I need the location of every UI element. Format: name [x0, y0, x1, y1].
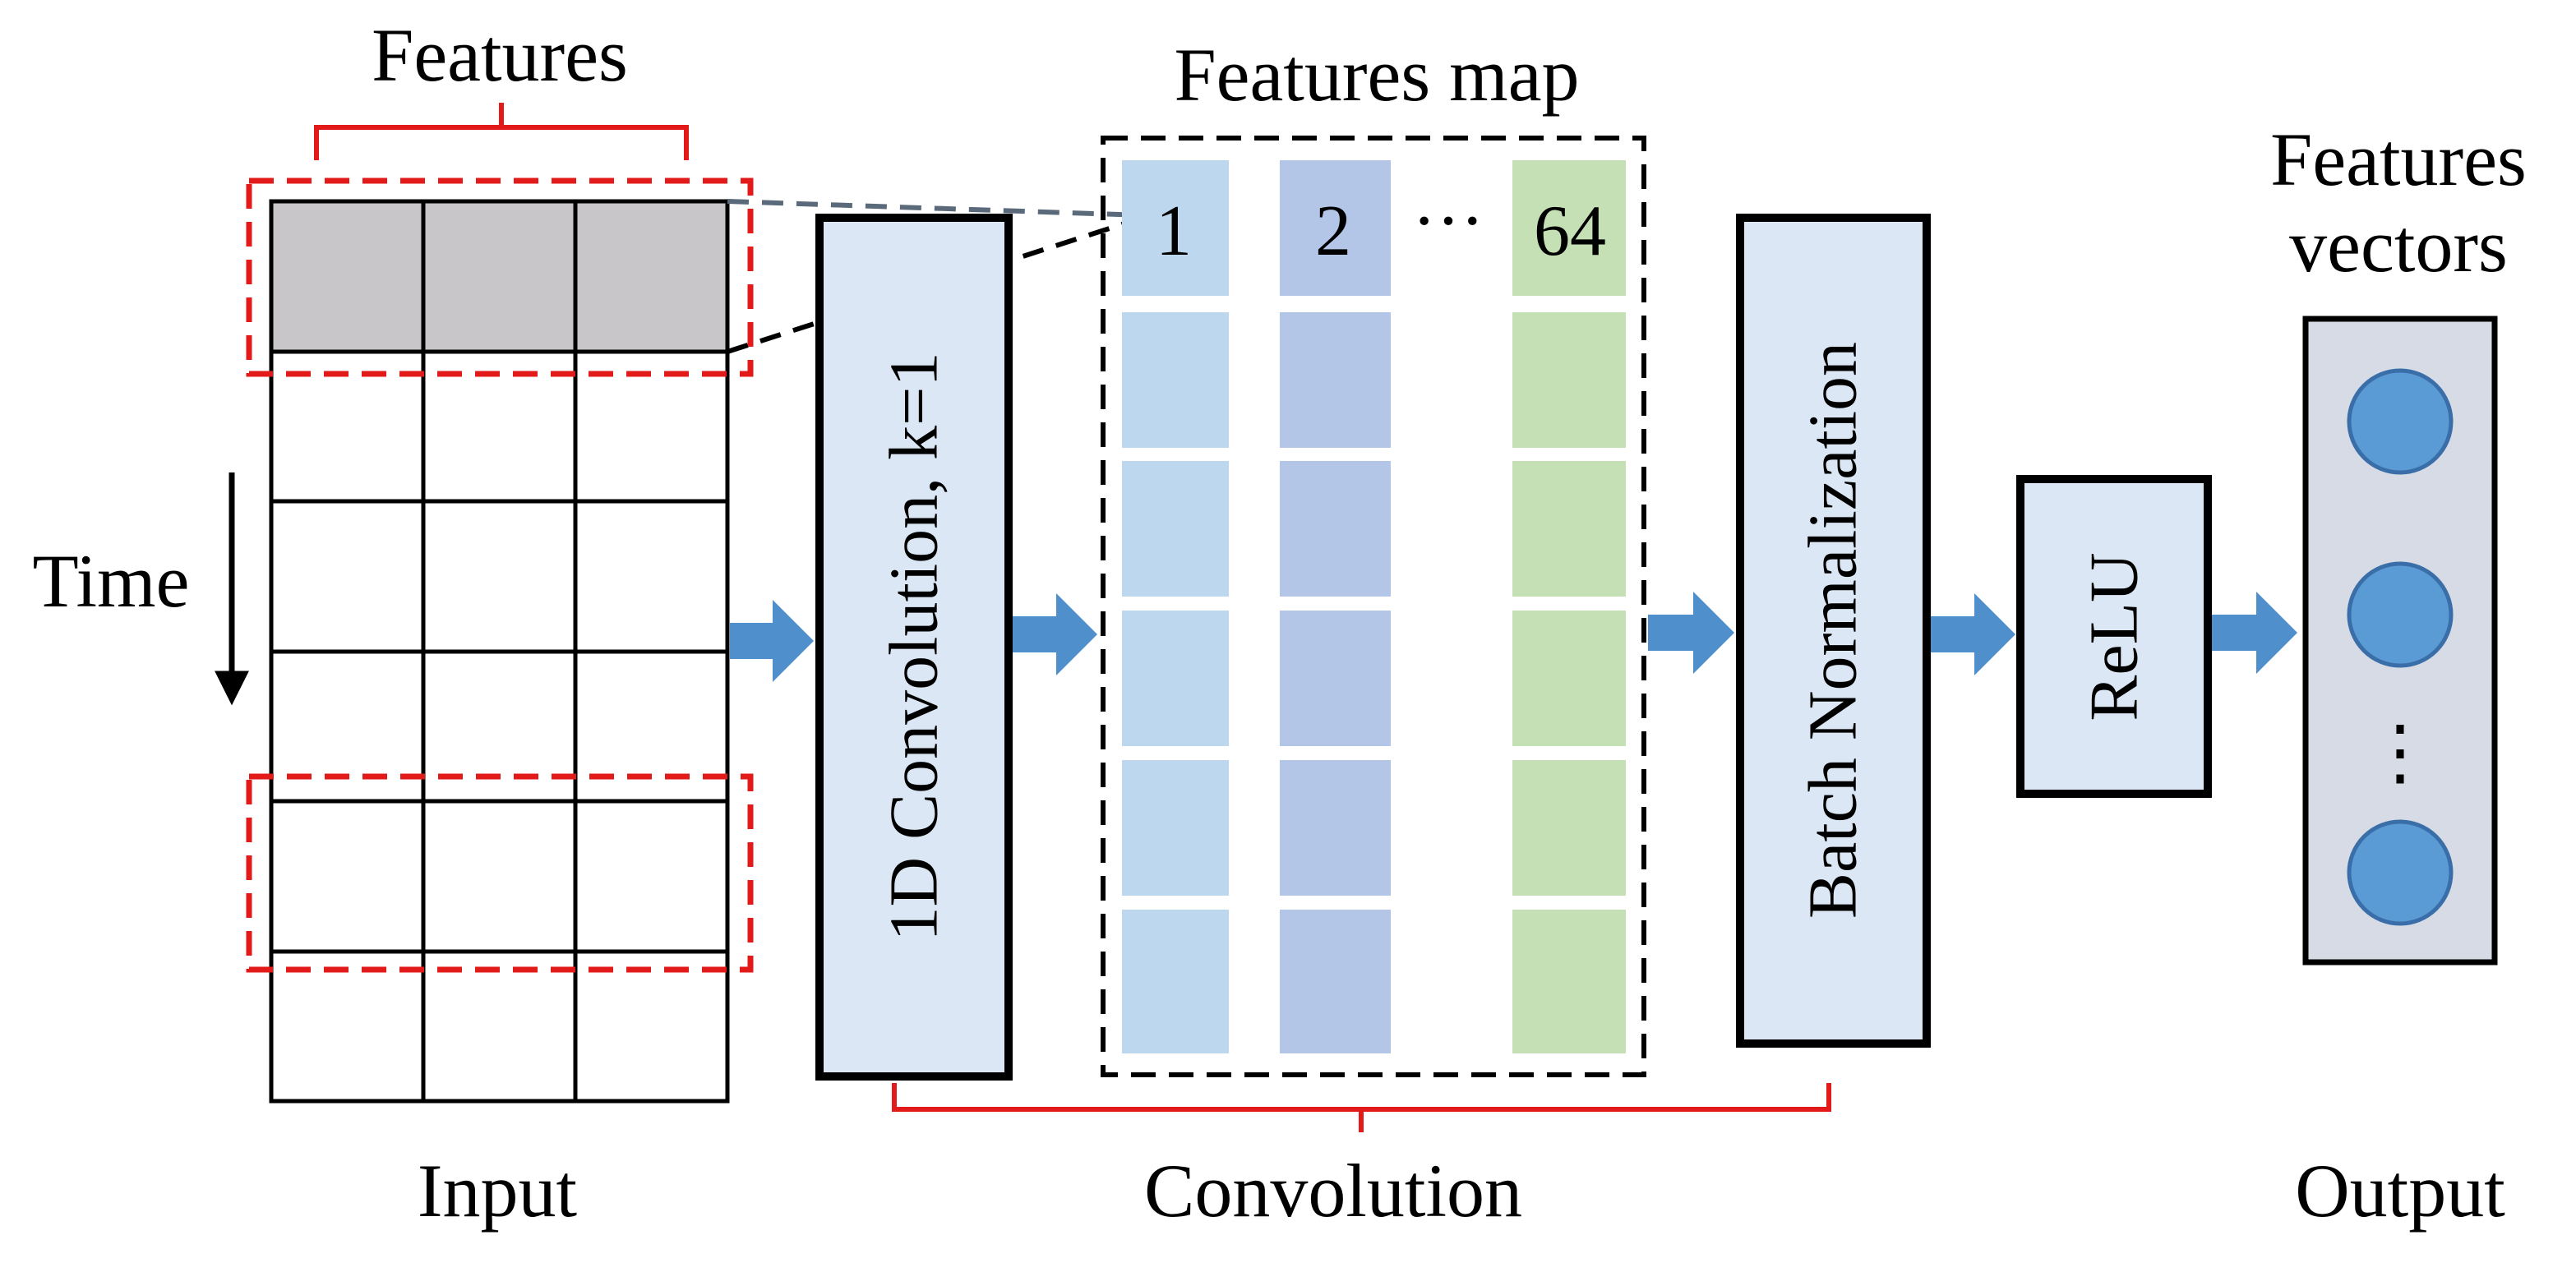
output-node-3 — [2347, 819, 2454, 926]
arrow-map-to-bn — [1648, 592, 1734, 674]
output-label: Output — [2295, 1149, 2505, 1233]
batch-norm-label: Batch Normalization — [1795, 342, 1872, 919]
relu-block — [2016, 475, 2212, 798]
output-node-2 — [2347, 561, 2454, 668]
channel-label-1: 1 — [1156, 191, 1192, 271]
conv1d-block — [815, 214, 1013, 1081]
channel-column-2 — [1280, 160, 1391, 1053]
features-vectors-label-line1: Features — [2270, 118, 2527, 201]
flow-arrows — [730, 592, 2297, 682]
conv1d-label: 1D Convolution, k=1 — [876, 352, 953, 941]
relu-label: ReLU — [2076, 552, 2153, 721]
projection-line-top — [727, 199, 1143, 218]
input-window-top — [246, 177, 754, 377]
channel-label-2: 2 — [1315, 191, 1351, 271]
time-label: Time — [33, 539, 190, 623]
features-brace — [314, 103, 689, 160]
channel-column-64 — [1512, 160, 1626, 1053]
channel-column-1 — [1122, 160, 1229, 1053]
input-first-row-highlight — [271, 201, 727, 352]
features-map-label: Features map — [1174, 33, 1579, 117]
input-grid — [269, 199, 730, 1104]
convolution-brace — [892, 1083, 1831, 1132]
features-label: Features — [372, 13, 628, 97]
batch-norm-block — [1736, 214, 1931, 1048]
input-label: Input — [418, 1149, 578, 1233]
arrow-input-to-conv — [730, 600, 814, 682]
arrow-bn-to-relu — [1930, 593, 2015, 675]
convolution-label: Convolution — [1144, 1149, 1522, 1233]
arrow-relu-to-output — [2211, 592, 2297, 674]
input-window-bottom — [246, 773, 754, 973]
channel-ellipsis: ··· — [1412, 182, 1484, 261]
features-vectors-label-line2: vectors — [2289, 204, 2508, 288]
output-node-1 — [2347, 368, 2454, 475]
output-ellipsis: ⋮ — [2364, 713, 2436, 793]
arrow-conv-to-map — [1011, 593, 1097, 675]
features-map-frame — [1101, 136, 1646, 1077]
channel-label-64: 64 — [1534, 191, 1606, 271]
